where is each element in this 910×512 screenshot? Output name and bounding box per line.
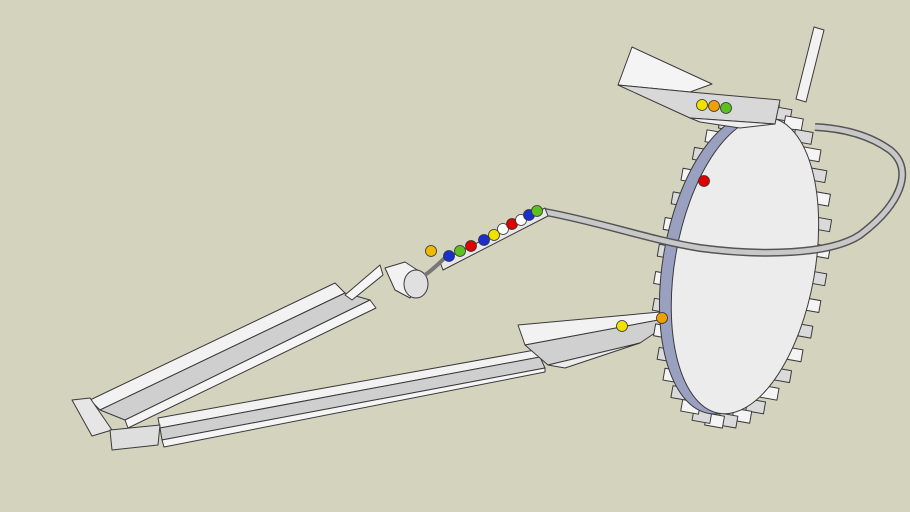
marble (616, 320, 628, 332)
marble (465, 240, 477, 252)
axle-pole (795, 26, 825, 103)
upper-long-trough (71, 282, 377, 437)
marble (497, 223, 509, 235)
lower-chute (517, 311, 681, 369)
marble (454, 245, 466, 257)
marble (488, 229, 500, 241)
marble (478, 234, 490, 246)
marble (656, 312, 668, 324)
marble (698, 175, 710, 187)
marbles (425, 99, 732, 332)
marble (708, 100, 720, 112)
marble (720, 102, 732, 114)
marble (425, 245, 437, 257)
gear-wheel (651, 101, 833, 429)
funnel (344, 253, 450, 301)
marble (531, 205, 543, 217)
marble (696, 99, 708, 111)
marble (443, 250, 455, 262)
curved-track (544, 123, 907, 257)
